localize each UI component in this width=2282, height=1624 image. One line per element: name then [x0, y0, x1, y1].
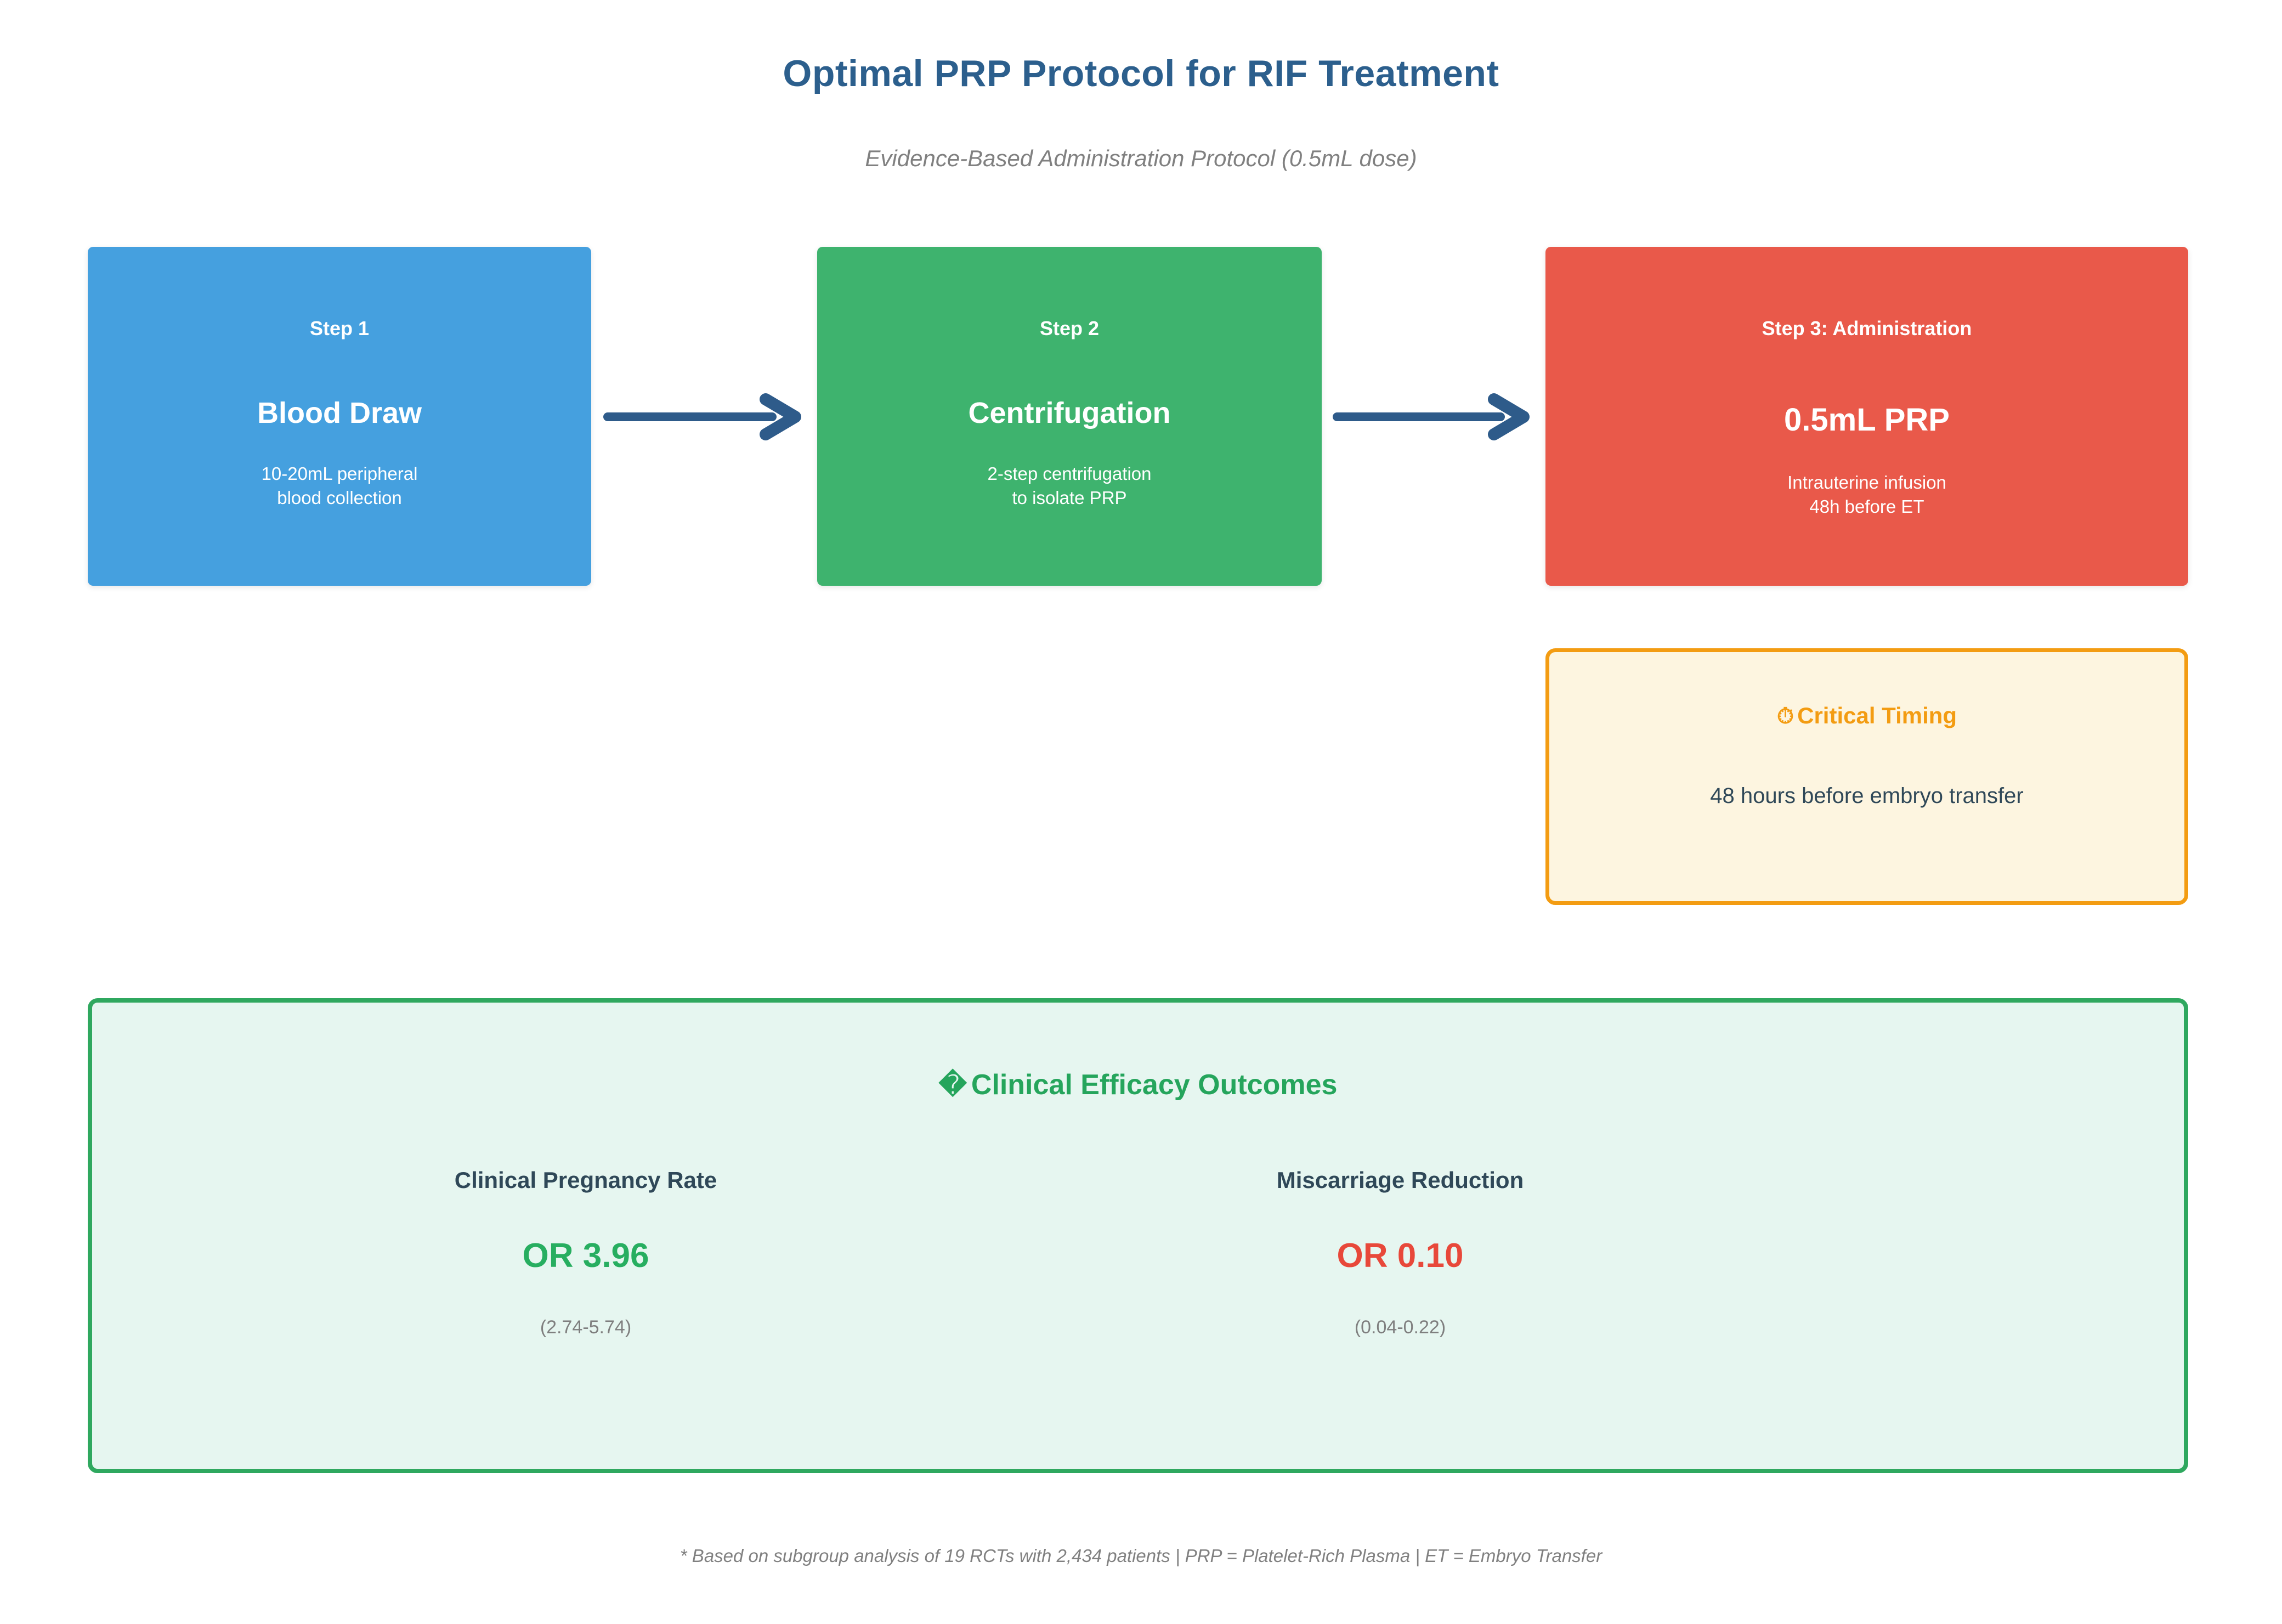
step-2-label: Step 2: [1039, 317, 1100, 339]
chart-icon: �: [938, 1070, 967, 1100]
metric-pregnancy-value: OR 3.96: [522, 1237, 649, 1275]
efficacy-panel-title: �Clinical Efficacy Outcomes: [92, 1068, 2184, 1101]
critical-timing-text: 48 hours before embryo transfer: [1710, 784, 2024, 808]
step-3-detail-line-1: Intrauterine infusion: [1787, 472, 1946, 493]
page-title: Optimal PRP Protocol for RIF Treatment: [783, 53, 1499, 94]
step-2-title: Centrifugation: [968, 397, 1171, 429]
step-2-detail: 2-step centrifugation to isolate PRP: [817, 462, 1322, 510]
step-box-blood-draw: Step 1 Blood Draw 10-20mL peripheral blo…: [88, 247, 591, 586]
stopwatch-icon: ⏱: [1776, 704, 1794, 728]
metric-miscarriage-value: OR 0.10: [1337, 1237, 1464, 1275]
step-3-label: Step 3: Administration: [1762, 317, 1972, 339]
metric-clinical-pregnancy-rate: Clinical Pregnancy Rate OR 3.96 (2.74-5.…: [339, 1167, 833, 1338]
step-3-detail: Intrauterine infusion 48h before ET: [1545, 471, 2188, 518]
metric-miscarriage-ci: (0.04-0.22): [1354, 1317, 1446, 1338]
critical-timing-title: ⏱Critical Timing: [1549, 703, 2184, 729]
critical-timing-title-text: Critical Timing: [1797, 703, 1957, 728]
metric-pregnancy-label: Clinical Pregnancy Rate: [454, 1167, 717, 1193]
step-1-detail: 10-20mL peripheral blood collection: [88, 462, 591, 510]
step-2-detail-line-2: to isolate PRP: [1012, 487, 1127, 508]
step-1-detail-line-1: 10-20mL peripheral: [261, 463, 418, 484]
step-3-title: 0.5mL PRP: [1784, 402, 1950, 438]
flow-arrow-step2-to-step3: [1322, 389, 1545, 444]
clinical-efficacy-panel: �Clinical Efficacy Outcomes Clinical Pre…: [88, 998, 2188, 1473]
step-box-administration: Step 3: Administration 0.5mL PRP Intraut…: [1545, 247, 2188, 586]
metric-miscarriage-reduction: Miscarriage Reduction OR 0.10 (0.04-0.22…: [1153, 1167, 1647, 1338]
step-1-title: Blood Draw: [257, 397, 422, 429]
step-box-centrifugation: Step 2 Centrifugation 2-step centrifugat…: [817, 247, 1322, 586]
metric-pregnancy-ci: (2.74-5.74): [540, 1317, 632, 1338]
footnote: * Based on subgroup analysis of 19 RCTs …: [679, 1546, 1603, 1566]
flow-arrow-step1-to-step2: [591, 389, 817, 444]
step-3-detail-line-2: 48h before ET: [1809, 496, 1924, 517]
efficacy-panel-title-text: Clinical Efficacy Outcomes: [971, 1069, 1338, 1101]
arrow-right-icon: [603, 393, 801, 440]
step-2-detail-line-1: 2-step centrifugation: [987, 463, 1152, 484]
arrow-right-icon: [1333, 393, 1530, 440]
metric-miscarriage-label: Miscarriage Reduction: [1276, 1167, 1524, 1193]
step-1-detail-line-2: blood collection: [277, 487, 402, 508]
page-subtitle: Evidence-Based Administration Protocol (…: [865, 145, 1417, 171]
critical-timing-callout: ⏱Critical Timing 48 hours before embryo …: [1545, 648, 2188, 905]
step-1-label: Step 1: [309, 317, 370, 339]
